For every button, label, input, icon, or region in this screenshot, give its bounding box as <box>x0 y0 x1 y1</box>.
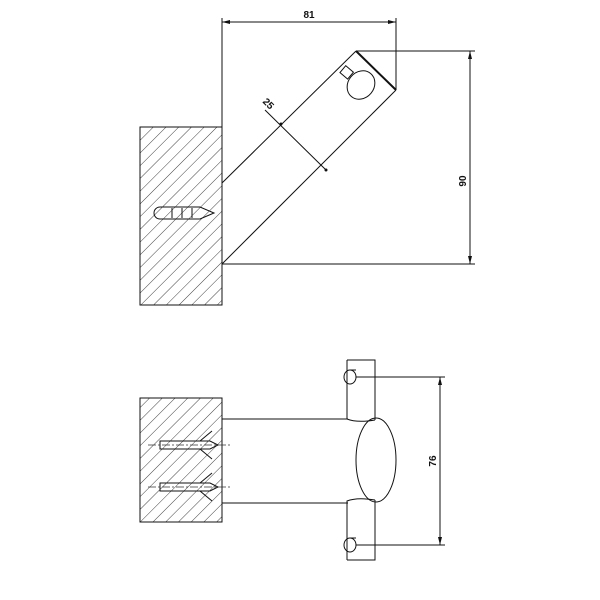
mounting-plate <box>343 359 397 561</box>
side-view: 81 90 25 <box>139 10 475 306</box>
dimension-spacing-label: 76 <box>428 455 439 467</box>
wall-section <box>139 126 223 306</box>
dimension-spacing: 76 <box>356 376 445 546</box>
dimension-height-label: 90 <box>458 175 469 187</box>
dimension-diameter: 25 <box>260 96 328 172</box>
wall-anchor <box>153 206 216 220</box>
wall-section-top <box>139 397 223 523</box>
dimension-width: 81 <box>221 10 397 264</box>
dimension-diameter-label: 25 <box>260 96 276 112</box>
hook-arm-top <box>222 418 348 504</box>
top-view: 76 <box>139 359 445 561</box>
dimension-width-label: 81 <box>303 10 315 21</box>
wall-anchors-top <box>148 430 232 502</box>
hook-arm <box>221 50 397 265</box>
dimension-height: 90 <box>222 50 475 265</box>
